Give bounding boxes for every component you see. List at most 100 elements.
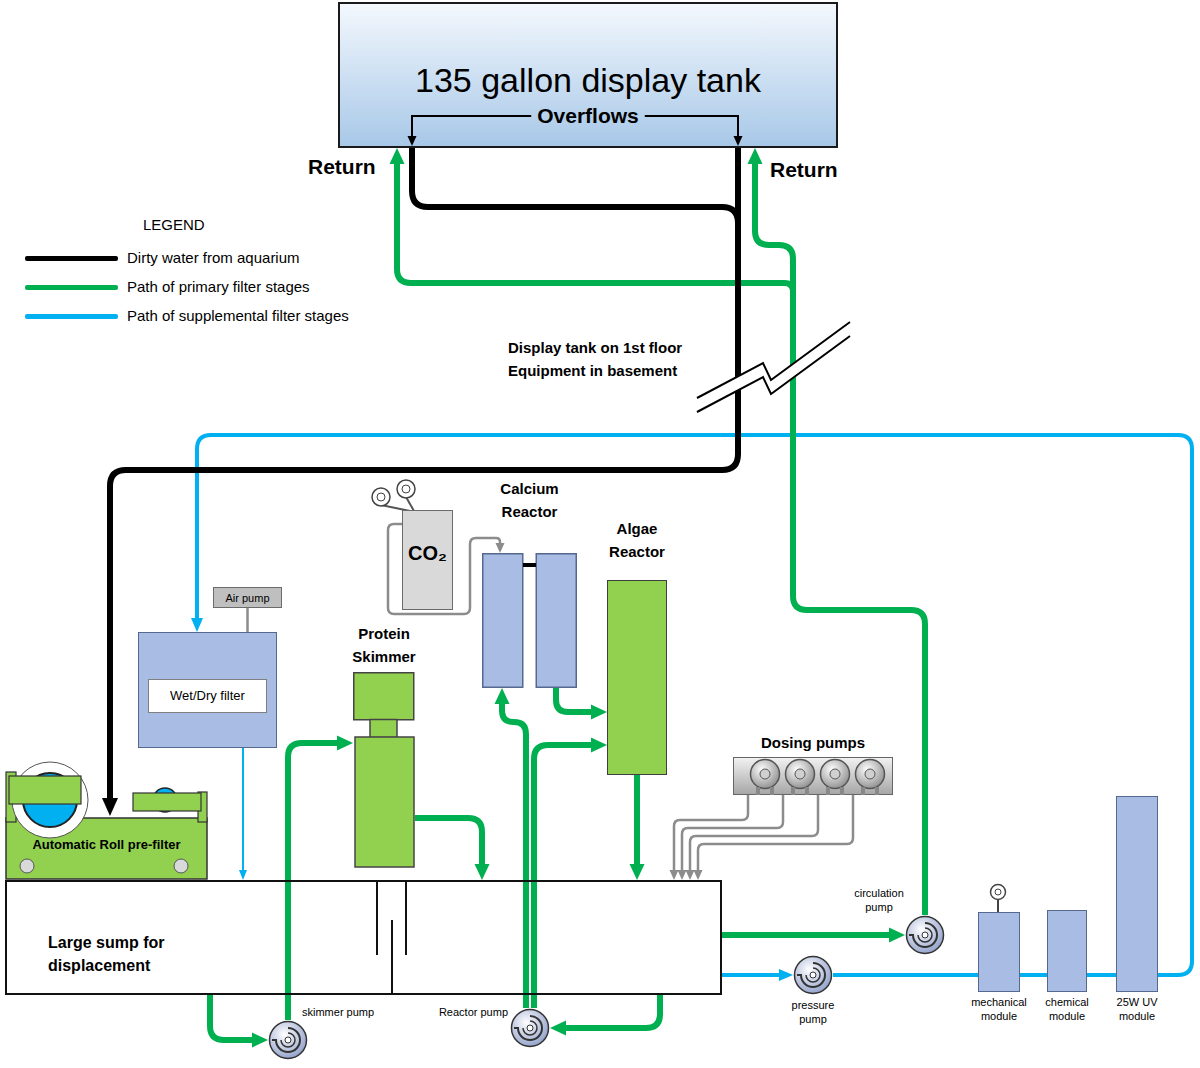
roll-prefilter: Automatic Roll pre-filter bbox=[5, 770, 208, 880]
pump-drawing bbox=[510, 1008, 550, 1048]
calcium-reactor: Calcium Reactor bbox=[482, 553, 577, 688]
pump-label: circulation pump bbox=[847, 886, 911, 914]
break-line bbox=[697, 322, 850, 398]
filter-module: mechanical module bbox=[978, 912, 1020, 992]
pump-rotor bbox=[795, 769, 805, 779]
impeller-hub bbox=[527, 1025, 533, 1031]
roll-prefilter-drawing bbox=[5, 770, 208, 880]
impeller-hub bbox=[810, 972, 816, 978]
nozzle bbox=[756, 787, 760, 795]
pump-casing bbox=[795, 957, 832, 994]
pump-label: Reactor pump bbox=[439, 1006, 508, 1019]
column bbox=[483, 554, 523, 688]
arrowhead bbox=[889, 928, 905, 943]
impeller-volute bbox=[797, 963, 825, 987]
connector-line bbox=[412, 148, 738, 260]
legend-row: Path of primary filter stages bbox=[25, 277, 349, 297]
arrowhead bbox=[591, 738, 607, 753]
gauge-stem bbox=[997, 899, 999, 912]
connector bbox=[550, 995, 660, 1036]
pump-head bbox=[751, 760, 780, 789]
nozzle bbox=[826, 787, 830, 795]
arrowhead bbox=[475, 864, 490, 880]
connector bbox=[1020, 975, 1047, 976]
pump-head bbox=[786, 760, 815, 789]
sump: Large sump for displacement bbox=[5, 880, 722, 995]
heading: Algae Reactor bbox=[594, 517, 680, 563]
box-label: CO₂ bbox=[403, 541, 452, 565]
impeller-hub bbox=[285, 1037, 291, 1043]
connector bbox=[102, 148, 738, 816]
filter-module: 25W UV module bbox=[1116, 796, 1158, 992]
floor-note: Display tank on 1st floor Equipment in b… bbox=[508, 336, 740, 382]
connector bbox=[390, 148, 926, 915]
connector-line bbox=[698, 795, 853, 873]
arrowhead bbox=[630, 864, 645, 880]
baffle bbox=[376, 882, 378, 955]
module-label: 25W UV module bbox=[1109, 995, 1165, 1023]
impeller-volute bbox=[909, 923, 937, 947]
pump-label: skimmer pump bbox=[302, 1006, 374, 1019]
legend: Dirty water from aquariumPath of primary… bbox=[25, 248, 349, 335]
legend-text: Path of primary filter stages bbox=[127, 277, 310, 297]
arrowhead bbox=[686, 870, 695, 880]
connector-line bbox=[722, 932, 894, 938]
legend-row: Dirty water from aquarium bbox=[25, 248, 349, 268]
co2-cylinder: CO₂ bbox=[402, 510, 453, 610]
pump-casing bbox=[907, 917, 944, 954]
nozzle bbox=[805, 787, 809, 795]
gauge bbox=[991, 885, 1006, 900]
pump-drawing bbox=[793, 955, 833, 995]
connector bbox=[415, 818, 490, 880]
connector bbox=[191, 435, 1192, 975]
connector bbox=[210, 995, 268, 1048]
co2-regulator bbox=[372, 480, 415, 511]
legend-heading: LEGEND bbox=[143, 216, 205, 234]
arrowhead bbox=[496, 543, 505, 553]
impeller bbox=[281, 1033, 295, 1047]
baffle bbox=[391, 920, 393, 994]
tank-title: 135 gallon display tank bbox=[340, 60, 836, 100]
pump-rotor bbox=[865, 769, 875, 779]
arrowhead bbox=[550, 1021, 566, 1036]
pump-symbol: circulation pump bbox=[905, 915, 945, 955]
display-tank: 135 gallon display tankOverflows bbox=[338, 2, 838, 148]
overflows-label: Overflows bbox=[537, 104, 639, 128]
connector-line bbox=[534, 745, 596, 1008]
pump-rotor bbox=[830, 769, 840, 779]
bracket-arrowhead bbox=[408, 136, 417, 146]
connector bbox=[630, 775, 645, 880]
pump-rotor bbox=[760, 769, 770, 779]
pump-drawing bbox=[268, 1020, 308, 1060]
filter-module: chemical module bbox=[1047, 910, 1087, 992]
skimmer-body bbox=[355, 737, 414, 867]
skimmer-shape bbox=[353, 672, 415, 868]
nozzle bbox=[861, 787, 865, 795]
pump-casing bbox=[512, 1010, 549, 1047]
nozzle bbox=[840, 787, 844, 795]
connector bbox=[722, 928, 905, 943]
air-pump-box: Air pump bbox=[213, 587, 282, 608]
connector bbox=[288, 736, 353, 1021]
arrowhead bbox=[239, 870, 247, 880]
connector bbox=[534, 738, 607, 1009]
protein-skimmer: Protein Skimmer bbox=[353, 672, 415, 868]
pump-symbol: pressure pump bbox=[793, 955, 833, 995]
algae-reactor: Algae Reactor bbox=[607, 580, 667, 775]
legend-text: Path of supplemental filter stages bbox=[127, 306, 349, 326]
box-label: Wet/Dry filter bbox=[148, 679, 267, 713]
nozzle bbox=[791, 787, 795, 795]
nozzle bbox=[875, 787, 879, 795]
return-label: Return bbox=[770, 158, 838, 182]
wet-dry-filter: Wet/Dry filter bbox=[138, 632, 277, 748]
pump-head bbox=[856, 760, 885, 789]
impeller-volute bbox=[272, 1028, 300, 1052]
bar bbox=[133, 793, 201, 811]
gauge bbox=[397, 480, 415, 498]
impeller bbox=[523, 1021, 537, 1035]
arrowhead bbox=[390, 148, 405, 164]
roller bbox=[20, 859, 34, 873]
arrowhead bbox=[191, 618, 203, 632]
